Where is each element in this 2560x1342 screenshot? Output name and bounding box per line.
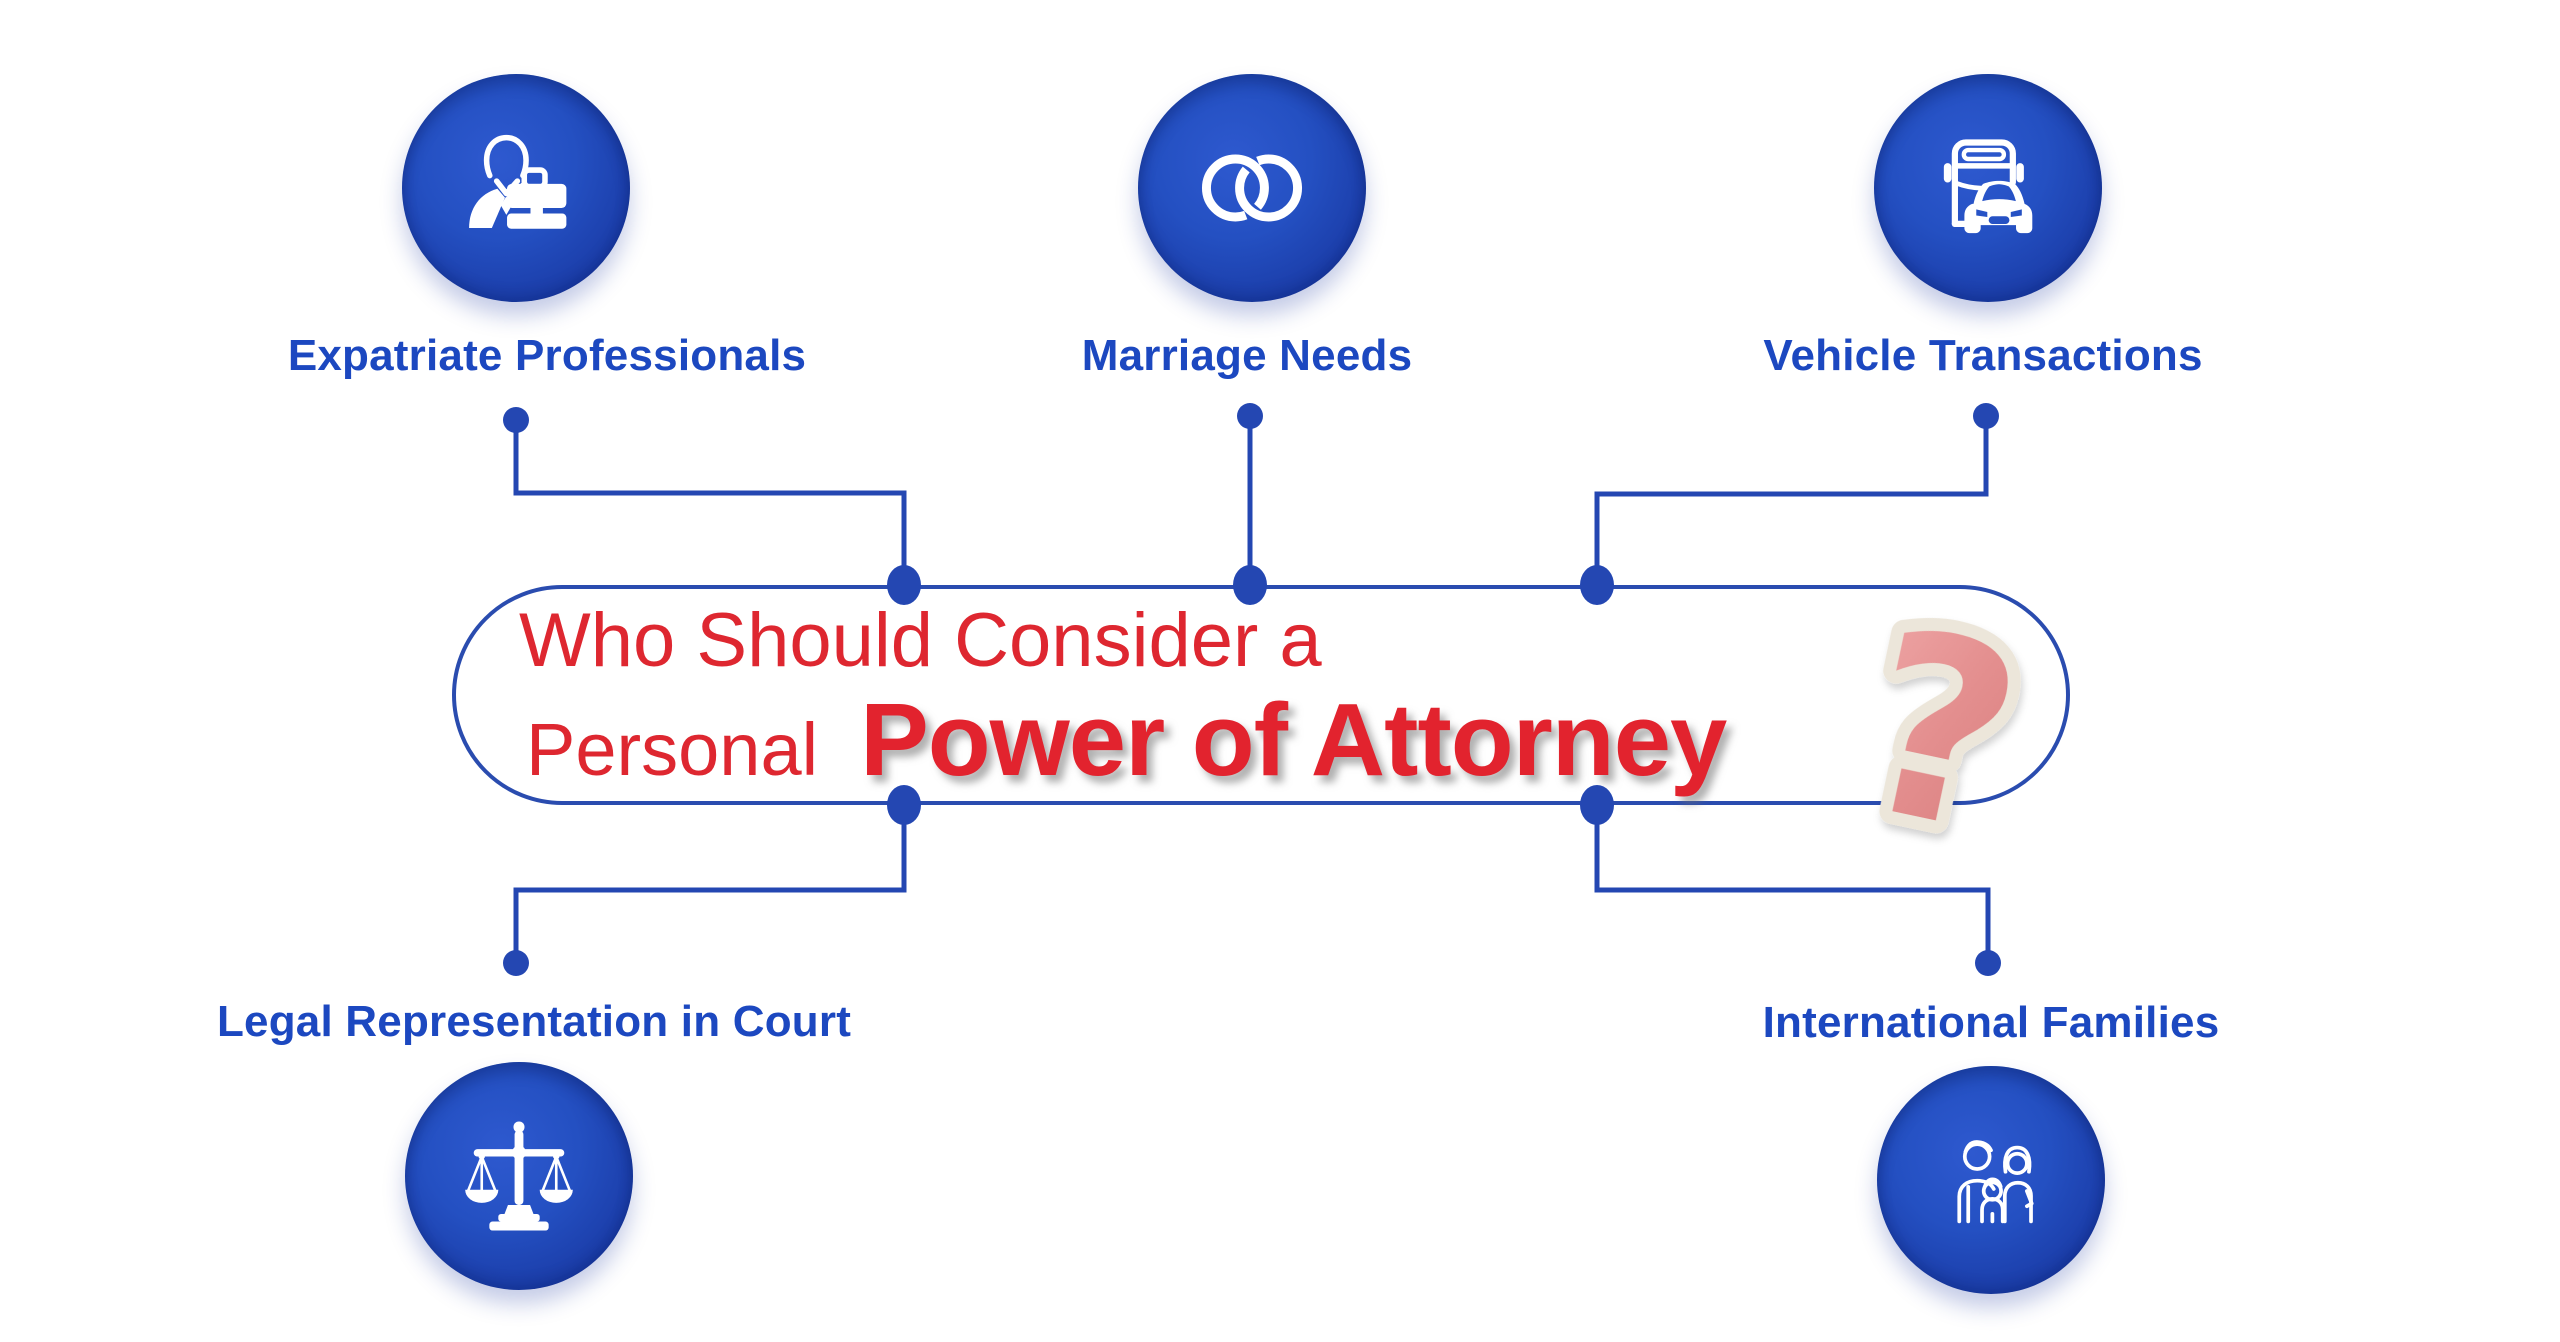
bus-car-icon: [1919, 119, 2057, 257]
marriage-stem-dot: [1237, 403, 1263, 429]
briefcase-shape: [507, 167, 567, 229]
marriage-node-circle: [1138, 74, 1366, 302]
legal-stem-dot: [503, 950, 529, 976]
expatriate-stem-dot: [503, 407, 529, 433]
legal-node-circle: [405, 1062, 633, 1290]
title-line2-regular: Personal: [526, 708, 819, 791]
businessman-briefcase-icon: [469, 134, 567, 229]
legal-connector-line: [513, 805, 907, 963]
title-pill: Who Should Consider a Personal Power of A…: [452, 585, 2070, 805]
expatriate-label: Expatriate Professionals: [287, 331, 807, 380]
international-stem-dot: [1975, 950, 2001, 976]
vehicle-node-circle: [1874, 74, 2102, 302]
question-mark-glyph: ?: [1838, 588, 2042, 878]
international-node-circle: [1877, 1066, 2105, 1294]
expatriate-connector-line: [513, 420, 907, 585]
legal-label: Legal Representation in Court: [216, 997, 852, 1046]
title-line2: Personal Power of Attorney: [526, 682, 1727, 805]
international-label: International Families: [1762, 998, 2220, 1047]
vehicle-label: Vehicle Transactions: [1763, 331, 2203, 380]
family-icon: [1957, 1140, 2034, 1224]
expatriate-node-circle: [402, 74, 630, 302]
title-line2-emphasis: Power of Attorney: [860, 682, 1727, 797]
marriage-label: Marriage Needs: [1081, 331, 1413, 380]
vehicle-stem-dot: [1973, 403, 1999, 429]
title-line1: Who Should Consider a: [519, 598, 1322, 683]
wedding-rings-icon: [1201, 154, 1303, 222]
vehicle-connector-line: [1594, 418, 1989, 585]
question-mark-graphic: ?: [1828, 588, 2055, 878]
justice-scales-icon: [465, 1121, 573, 1231]
car-shape: [1919, 119, 2057, 257]
suit-shoulder-shape: [469, 188, 505, 229]
